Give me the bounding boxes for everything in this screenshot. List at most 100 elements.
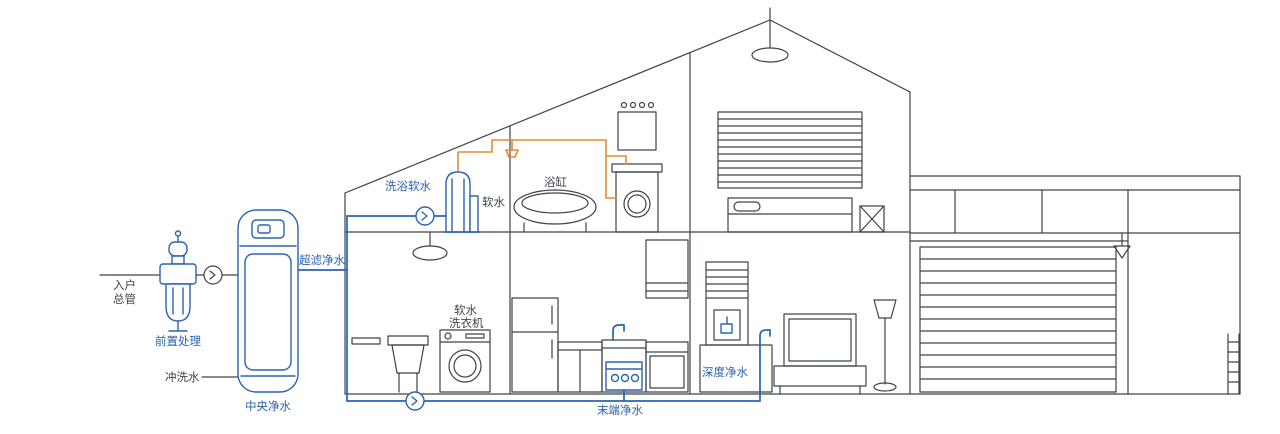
window-blinds (717, 111, 863, 189)
soft-water-pipes (457, 139, 627, 199)
bathtub-outer (513, 189, 597, 225)
utility-sink-basin (391, 344, 425, 374)
tv-screen (788, 318, 852, 362)
label-inlet-line1: 入户 (113, 278, 136, 292)
label-terminal-purification: 末端净水 (597, 403, 643, 417)
filter-cartridge-icon (610, 373, 620, 383)
tv-console-legs (779, 385, 861, 395)
washer-drum-inner (453, 354, 477, 378)
utility-sink-rim (387, 335, 429, 346)
outdoor-lamp-icon (1113, 245, 1131, 259)
diagram-labels: 入户 总管 前置处理 中央净水 冲洗水 超滤净水 洗浴软水 软水 浴缸 软水 洗… (113, 175, 748, 417)
appliance-vent-slats (705, 269, 749, 299)
tv (783, 313, 857, 367)
house-structure (344, 7, 1241, 395)
under-sink-purifier (605, 361, 643, 391)
kitchen (511, 239, 689, 393)
label-inlet-line2: 总管 (113, 292, 136, 306)
label-flush-water: 冲洗水 (165, 370, 200, 384)
bathtub-legs (523, 222, 587, 233)
bathroom (513, 101, 663, 233)
washer-branch-pipe (605, 139, 617, 199)
washing-machine (439, 329, 491, 393)
softener-tank (445, 171, 471, 233)
dispenser-cup-icon (720, 323, 733, 334)
bathroom-washer-drum (623, 190, 651, 218)
deep-purification-dispenser (720, 316, 771, 346)
washer-buttons (465, 333, 485, 339)
vanity-light-icon (638, 101, 646, 109)
filter-bowl (165, 283, 191, 322)
purifier-display-panel (251, 219, 285, 239)
central-purifier (237, 209, 299, 393)
purifier-display-screen (257, 224, 271, 234)
chevron-right-icon (411, 396, 418, 406)
flow-arrow-icon (203, 265, 223, 285)
washer-knob-icon (444, 332, 452, 340)
hamper-weave-lines (859, 205, 885, 233)
filter-cap (168, 241, 188, 257)
dishwasher-door (649, 355, 685, 389)
filter-cartridge-lines (172, 287, 184, 315)
roof-right-slope (769, 19, 911, 93)
pre-treatment-filter (159, 230, 197, 332)
low-cabinet (699, 344, 773, 393)
softener-brine-tube (469, 195, 479, 233)
vanity-cabinet (615, 171, 659, 233)
label-bathtub: 浴缸 (544, 175, 567, 189)
bed (727, 197, 853, 233)
fridge (511, 297, 559, 393)
vanity-counter (611, 163, 663, 173)
softener-tank-lines (451, 178, 465, 232)
flow-arrow-icon (405, 391, 425, 411)
filter-drain (168, 320, 188, 332)
ladder (1227, 333, 1240, 395)
label-soft-washer-line2: 洗衣机 (449, 316, 484, 330)
tv-console (773, 365, 867, 387)
filter-cartridge-icon (620, 373, 630, 383)
utility-sink-legs (398, 372, 418, 393)
laundry-room (351, 231, 491, 393)
soft-water-main-pipe (457, 139, 607, 173)
flow-arrow-icon (415, 206, 435, 226)
chevron-right-icon (421, 211, 428, 221)
bathtub-inner (521, 192, 589, 214)
label-soft-washer-line1: 软水 (454, 303, 477, 317)
shower-head-icon (505, 149, 519, 158)
washer-drum (448, 349, 482, 383)
label-deep-purification: 深度净水 (702, 365, 748, 379)
pillow (733, 201, 761, 212)
label-pre-treatment: 前置处理 (155, 334, 201, 348)
pendant-lamp-icon (412, 245, 448, 261)
roof-left-slope (344, 19, 771, 194)
label-central-purifier: 中央净水 (245, 399, 291, 413)
flow-indicators (203, 206, 435, 411)
wall-shelf (351, 337, 381, 345)
living-room (699, 261, 897, 395)
range-hood-vents (645, 282, 689, 292)
filter-neck (171, 255, 185, 265)
chevron-right-icon (209, 270, 216, 280)
floor-lamp-shade (873, 299, 897, 319)
range-hood-cabinet (645, 239, 689, 299)
purifier-tank-face (244, 253, 292, 371)
mirror (617, 111, 657, 151)
kitchen-cabinet-doors (557, 349, 603, 393)
vanity-light-icon (620, 101, 628, 109)
bathroom-washer-drum-inner (627, 194, 647, 214)
bedroom (717, 19, 885, 233)
label-ultrafiltration: 超滤净水 (299, 253, 345, 267)
purifier-body (237, 209, 299, 393)
vanity-light-icon (629, 101, 637, 109)
kitchen-faucet-icon (612, 324, 625, 341)
bath-water-softener (443, 171, 481, 233)
floor-lamp-base (873, 382, 897, 392)
dispenser-housing (713, 309, 741, 341)
terrace-posts (954, 189, 1129, 234)
living-room-faucet-icon (759, 329, 771, 346)
label-bath-softening: 洗浴软水 (385, 179, 431, 193)
window-blind-slats (717, 118, 863, 183)
filter-top-knob (174, 230, 182, 237)
dishwasher (645, 341, 689, 393)
